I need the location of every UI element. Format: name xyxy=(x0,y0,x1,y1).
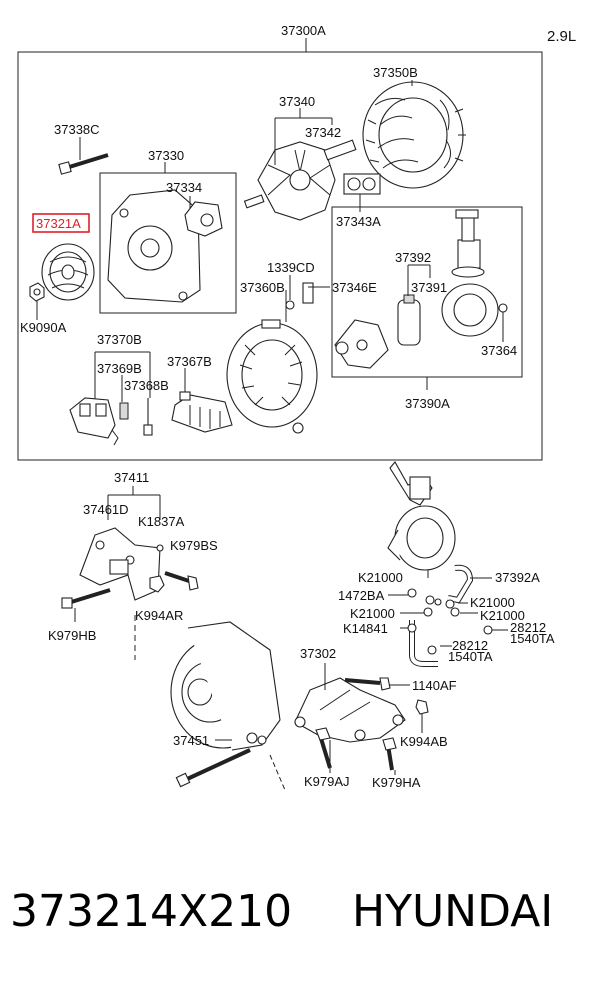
part-number: 373214X210 xyxy=(10,886,292,937)
label-37368B: 37368B xyxy=(124,378,169,393)
label-37411: 37411 xyxy=(114,470,149,485)
bracket-nut-part xyxy=(156,544,164,552)
bracket-subassembly-box xyxy=(99,172,237,314)
label-37391: 37391 xyxy=(411,280,447,295)
terminal-bolt-part xyxy=(285,282,330,310)
label-K994AB: K994AB xyxy=(400,734,448,749)
through-bolt-part xyxy=(58,153,109,175)
brush-holder-part xyxy=(69,397,119,446)
label-1472BA: 1472BA xyxy=(338,588,385,603)
label-K9090A: K9090A xyxy=(20,320,67,335)
hose-clamps-part xyxy=(407,588,493,655)
label-37342: 37342 xyxy=(305,125,341,140)
label-K979BS: K979BS xyxy=(170,538,218,553)
alternator-body-part xyxy=(170,621,281,751)
stator-part xyxy=(362,81,466,189)
label-37321A: 37321A xyxy=(36,216,81,231)
label-37334: 37334 xyxy=(166,180,202,195)
engine-label: 2.9L xyxy=(547,28,576,45)
label-K21000-a: K21000 xyxy=(358,570,403,585)
label-37364: 37364 xyxy=(481,343,517,358)
label-K14841: K14841 xyxy=(343,621,388,636)
label-1140AF: 1140AF xyxy=(412,678,457,693)
bracket-bolt-5-part xyxy=(382,737,397,771)
label-K21000-c: K21000 xyxy=(350,606,395,621)
label-K979AJ: K979AJ xyxy=(304,774,350,789)
brush-part xyxy=(143,398,153,436)
label-37343A: 37343A xyxy=(336,214,381,229)
label-37360B: 37360B xyxy=(240,280,285,295)
label-37302: 37302 xyxy=(300,646,336,661)
bracket-nut-2-part xyxy=(149,575,165,593)
label-K979HB: K979HB xyxy=(48,628,96,643)
brand-name: HYUNDAI xyxy=(352,886,553,937)
label-37392: 37392 xyxy=(395,250,431,265)
label-K21000-b: K21000 xyxy=(470,595,515,610)
label-37330: 37330 xyxy=(148,148,184,163)
alternator-assembly-frame xyxy=(17,51,543,461)
label-K979HA: K979HA xyxy=(372,775,421,790)
label-28212-b: 28212 xyxy=(452,638,488,653)
label-37300A: 37300A xyxy=(281,23,326,38)
regulator-parts xyxy=(334,209,508,369)
mounting-bracket-part xyxy=(79,527,161,601)
bracket-nut-3-part xyxy=(415,699,429,715)
label-1540TA-b: 1540TA xyxy=(448,649,493,664)
label-37392A: 37392A xyxy=(495,570,540,585)
vacuum-hose-part xyxy=(409,564,474,667)
alternator-bolt-part xyxy=(175,748,251,788)
label-37370B: 37370B xyxy=(97,332,142,347)
label-1540TA-a: 1540TA xyxy=(510,631,555,646)
label-37367B: 37367B xyxy=(167,354,212,369)
bracket-bolt-part xyxy=(164,571,199,591)
vacuum-pump-part xyxy=(387,461,456,578)
label-37461D: 37461D xyxy=(83,502,129,517)
rotor-part xyxy=(243,139,357,221)
label-37338C: 37338C xyxy=(54,122,100,137)
label-37451: 37451 xyxy=(173,733,209,748)
brush-spring-part xyxy=(119,402,129,420)
bracket-bolt-4-part xyxy=(315,727,332,769)
label-37340: 37340 xyxy=(279,94,315,109)
label-28212-a: 28212 xyxy=(510,620,546,635)
label-K21000-d: K21000 xyxy=(480,608,525,623)
rectifier-part xyxy=(171,391,233,433)
label-K994AR: K994AR xyxy=(135,608,183,623)
front-bracket-part xyxy=(107,189,223,303)
bearing-set-part xyxy=(343,173,381,195)
label-K1837A: K1837A xyxy=(138,514,185,529)
pulley-nut-part xyxy=(29,282,45,302)
highlight-box xyxy=(32,213,90,233)
pulley-part xyxy=(41,243,95,301)
label-37390A: 37390A xyxy=(405,396,450,411)
rear-bracket-part xyxy=(226,319,318,434)
bracket-bolt-3-part xyxy=(344,677,391,691)
label-37350B: 37350B xyxy=(373,65,418,80)
bracket-bolt-2-part xyxy=(61,588,111,609)
label-37369B: 37369B xyxy=(97,361,142,376)
label-1339CD: 1339CD xyxy=(267,260,315,275)
label-37346E: 37346E xyxy=(332,280,377,295)
